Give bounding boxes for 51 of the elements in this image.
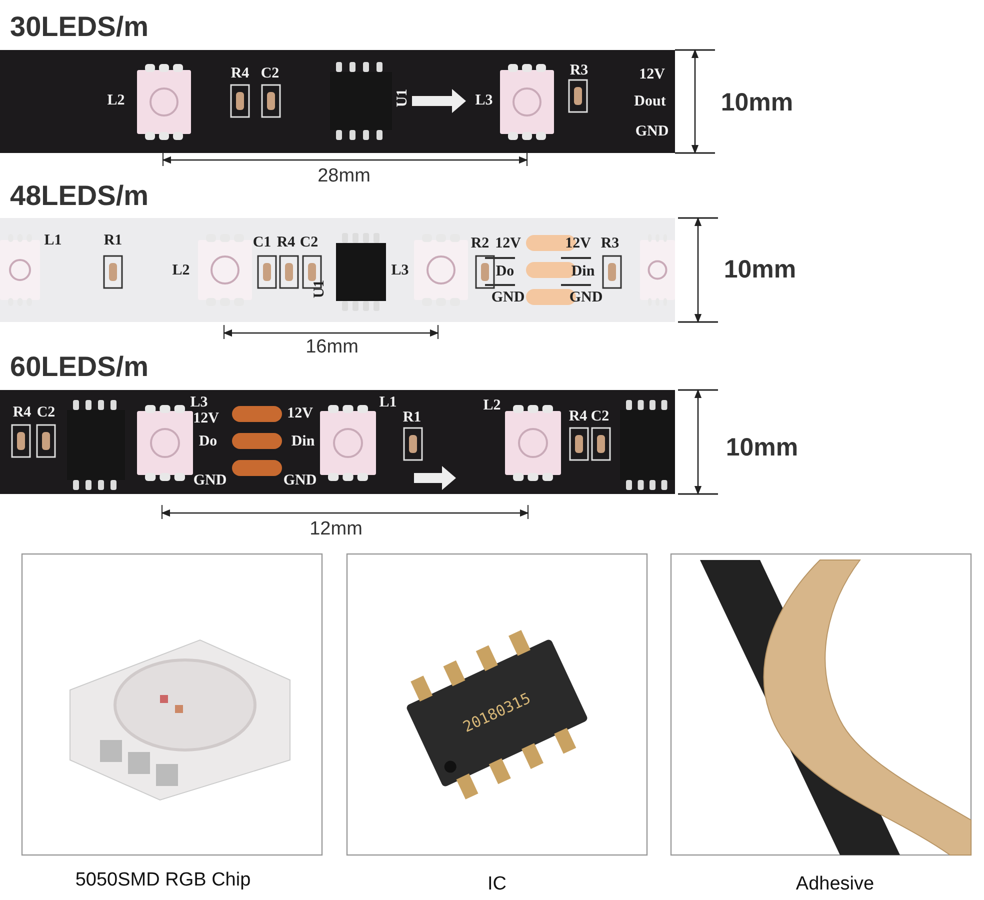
silkscreen-label: C2: [300, 236, 318, 250]
silkscreen-label: R1: [402, 410, 422, 426]
silkscreen-label: L1: [379, 396, 397, 410]
silkscreen-label: C2: [260, 66, 280, 82]
silkscreen-label: L2: [172, 264, 190, 278]
density-heading: 60LEDS/m: [10, 353, 148, 381]
silkscreen-label: Do: [496, 264, 514, 280]
silkscreen-label: Do: [198, 434, 218, 450]
photo-caption: 5050SMD RGB Chip: [75, 870, 251, 890]
silkscreen-label: 12V: [565, 236, 591, 252]
silkscreen-label: 12V: [193, 412, 219, 426]
photo-caption: Adhesive: [796, 874, 874, 894]
silkscreen-label: R3: [570, 64, 588, 78]
silkscreen-label: Dout: [634, 94, 666, 110]
silkscreen-label: R2: [470, 236, 490, 252]
silkscreen-label: U1: [396, 88, 410, 108]
silkscreen-label: GND: [283, 474, 317, 488]
silkscreen-label: Din: [291, 434, 315, 450]
silkscreen-label: L3: [391, 264, 409, 278]
silkscreen-label: GND: [491, 290, 525, 306]
silkscreen-label: R4: [12, 406, 32, 420]
silkscreen-label: R4: [276, 236, 296, 250]
silkscreen-label: 12V: [495, 236, 521, 252]
silkscreen-label: GND: [635, 124, 669, 140]
density-heading: 30LEDS/m: [10, 13, 148, 41]
silkscreen-label: R4: [568, 410, 588, 424]
silkscreen-label: L1: [44, 234, 62, 248]
silkscreen-label: 12V: [639, 68, 665, 82]
dimension-value: 16mm: [306, 338, 358, 356]
dimension-value: 12mm: [310, 520, 362, 538]
dimension-value: 28mm: [318, 166, 370, 186]
photo-caption: IC: [488, 874, 506, 894]
silkscreen-label: L3: [190, 396, 208, 410]
silkscreen-label: C2: [590, 410, 610, 424]
silkscreen-label: R4: [230, 66, 250, 82]
silkscreen-label: Din: [571, 264, 595, 280]
dimension-value: 10mm: [726, 436, 798, 460]
silkscreen-label: 12V: [287, 406, 313, 422]
density-heading: 48LEDS/m: [10, 182, 148, 210]
silkscreen-label: L3: [475, 94, 493, 108]
dimension-value: 10mm: [724, 258, 796, 282]
silkscreen-label: L2: [107, 94, 125, 108]
silkscreen-label: GND: [569, 290, 603, 306]
silkscreen-label: R1: [104, 234, 122, 248]
silkscreen-label: U1: [312, 280, 328, 298]
silkscreen-label: C2: [36, 406, 56, 420]
silkscreen-label: C1: [252, 236, 272, 250]
dimension-value: 10mm: [720, 90, 794, 116]
silkscreen-label: R3: [600, 236, 620, 252]
silkscreen-label: L2: [483, 398, 501, 414]
silkscreen-label: GND: [193, 474, 227, 488]
